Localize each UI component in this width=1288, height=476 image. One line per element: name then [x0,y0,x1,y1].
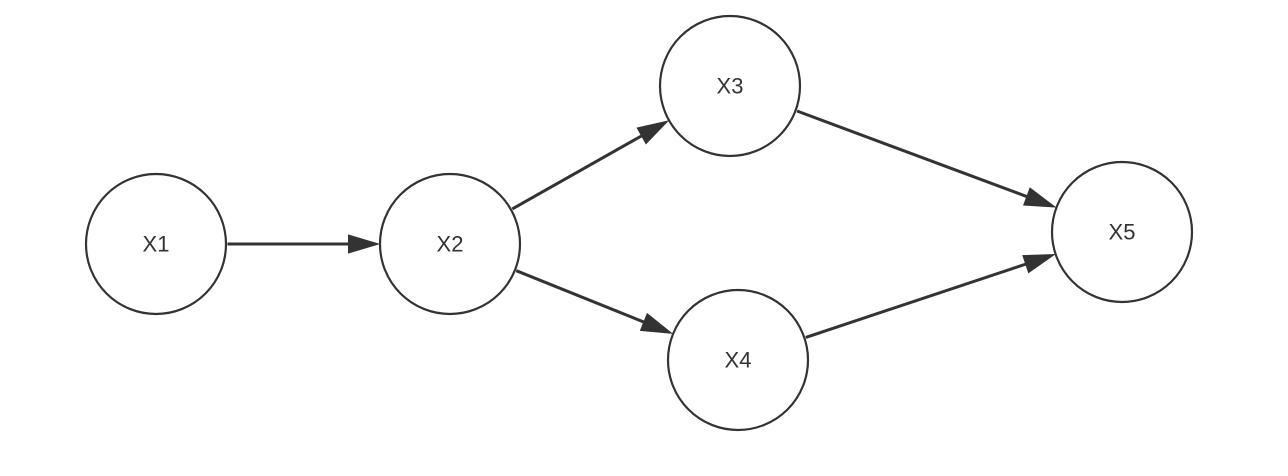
nodes-layer: X1 X2 X3 X4 X5 [84,14,1194,432]
node-x5: X5 [1050,160,1194,304]
arrowhead-icon [1022,187,1057,208]
arrowhead-icon [348,234,381,254]
node-x4: X4 [666,288,810,432]
arrowhead-icon [639,312,674,334]
arrowhead-icon [636,120,670,145]
node-x5-label: X5 [1109,220,1136,245]
node-x3: X3 [658,14,802,158]
node-x3-label: X3 [717,74,744,99]
edge-x4-to-x5 [805,254,1056,339]
arrowhead-icon [1022,254,1056,274]
edge-x2-to-x4 [515,269,674,334]
edge-line [515,269,647,325]
edge-line [796,109,1030,199]
node-x4-label: X4 [725,348,752,373]
node-x3-circle [658,14,802,158]
edge-x1-to-x2 [227,234,381,254]
node-x1-label: X1 [143,232,170,257]
edge-line [511,133,645,211]
node-x5-circle [1050,160,1194,304]
edges-layer [227,109,1057,339]
node-x2-label: X2 [437,232,464,257]
node-x4-circle [666,288,810,432]
edge-line [805,262,1029,339]
edge-x3-to-x5 [796,109,1057,208]
node-x1-circle [84,172,228,316]
node-x1: X1 [84,172,228,316]
edge-x2-to-x3 [511,120,670,211]
node-x2: X2 [378,172,522,316]
node-x2-circle [378,172,522,316]
